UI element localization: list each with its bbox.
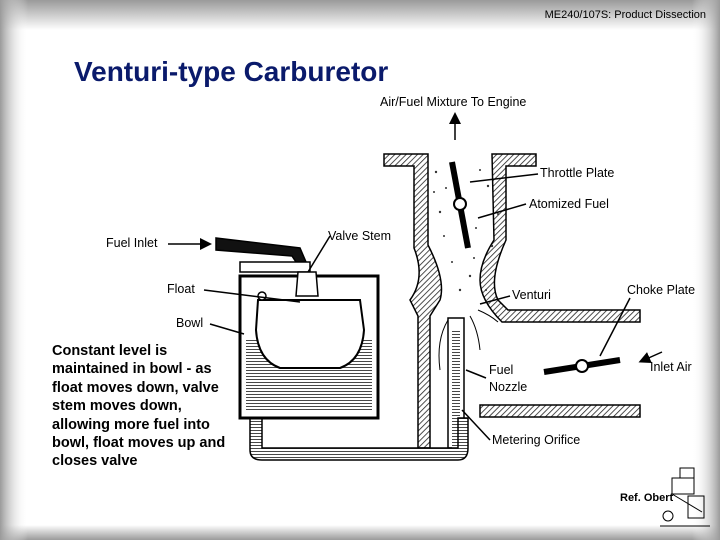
course-header: ME240/107S: Product Dissection bbox=[544, 9, 706, 21]
inlet-tube-bottom-wall bbox=[479, 404, 641, 418]
valve-stem bbox=[295, 271, 319, 297]
label-inlet-air: Inlet Air bbox=[650, 360, 692, 374]
label-mixture: Air/Fuel Mixture To Engine bbox=[380, 95, 527, 109]
float bbox=[254, 299, 366, 369]
label-venturi: Venturi bbox=[512, 288, 551, 302]
label-fuel-inlet: Fuel Inlet bbox=[106, 236, 158, 250]
label-bowl: Bowl bbox=[176, 316, 204, 330]
label-atomized-fuel: Atomized Fuel bbox=[529, 197, 609, 211]
reference-text: Ref. Obert bbox=[620, 492, 674, 504]
engine-sketch bbox=[660, 467, 710, 527]
venturi-right-wall bbox=[479, 153, 641, 323]
label-choke-plate: Choke Plate bbox=[627, 283, 696, 297]
label-throttle-plate: Throttle Plate bbox=[540, 166, 615, 180]
leader-lines bbox=[203, 173, 631, 441]
venturi-left-wall bbox=[383, 153, 443, 449]
description-text: Constant level is maintained in bowl - a… bbox=[52, 343, 226, 470]
label-valve-stem: Valve Stem bbox=[328, 229, 391, 243]
label-fuel-nozzle-line1: Fuel bbox=[489, 363, 514, 377]
air-flow-lines bbox=[438, 309, 499, 371]
slide-title: Venturi-type Carburetor bbox=[74, 56, 389, 87]
inlet-air-arrow bbox=[638, 351, 663, 364]
label-fuel-nozzle-line2: Nozzle bbox=[489, 380, 528, 394]
fuel-inlet-pipe bbox=[215, 237, 308, 263]
label-metering-orifice: Metering Orifice bbox=[492, 433, 581, 447]
label-float: Float bbox=[167, 282, 195, 296]
atomized-fuel-droplets bbox=[433, 169, 499, 292]
fuel-passage bbox=[249, 417, 469, 461]
